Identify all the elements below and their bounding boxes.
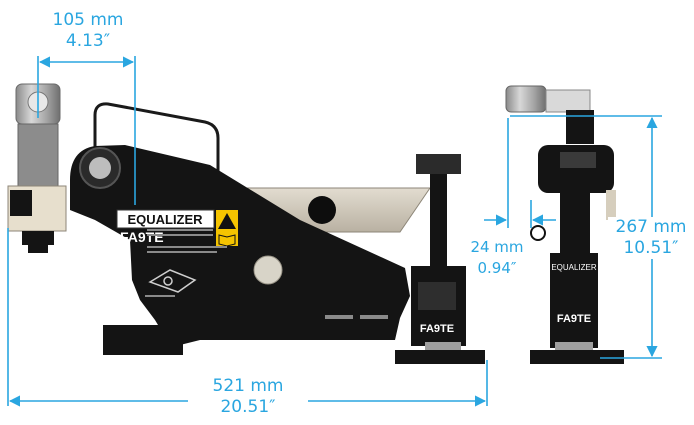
- top-width-label: 105 mm 4.13″: [28, 10, 148, 52]
- model-text: FA9TE: [120, 229, 164, 245]
- height-mm: 267 mm: [615, 217, 687, 237]
- brand-text: EQUALIZER: [127, 212, 203, 227]
- offset-mm: 24 mm: [470, 238, 524, 256]
- main-body: [70, 145, 410, 345]
- pivot-cap-inner: [89, 157, 111, 179]
- end-model-text: FA9TE: [557, 313, 591, 325]
- adjust-knob: [253, 255, 283, 285]
- left-cylinder: [7, 83, 67, 253]
- end-brand-text: EQUALIZER: [551, 263, 597, 272]
- end-view: EQUALIZER FA9TE: [505, 85, 624, 364]
- jaw-hole: [308, 196, 336, 224]
- top-width-inch: 4.13″: [65, 31, 111, 51]
- top-width-mm: 105 mm: [52, 10, 124, 30]
- total-length-mm: 521 mm: [212, 376, 284, 396]
- brand-plate: [116, 209, 215, 229]
- clamp-diagram-icon: [148, 269, 197, 293]
- end-pin: [530, 225, 546, 241]
- body-foot: [103, 325, 183, 355]
- height-label: 267 mm 10.51″: [608, 217, 694, 259]
- total-length-label: 521 mm 20.51″: [188, 376, 308, 418]
- side-model-text: FA9TE: [420, 323, 454, 335]
- side-view: EQUALIZER FA9TE: [7, 83, 485, 364]
- manual-icon: [216, 232, 238, 247]
- height-inch: 10.51″: [623, 238, 679, 258]
- warning-icon: [216, 210, 238, 232]
- right-column: FA9TE: [395, 154, 485, 364]
- offset-label: 24 mm 0.94″: [462, 237, 532, 279]
- total-length-inch: 20.51″: [220, 397, 276, 417]
- handle-loop: [93, 102, 220, 178]
- spec-lines: [145, 229, 388, 319]
- offset-inch: 0.94″: [477, 259, 517, 277]
